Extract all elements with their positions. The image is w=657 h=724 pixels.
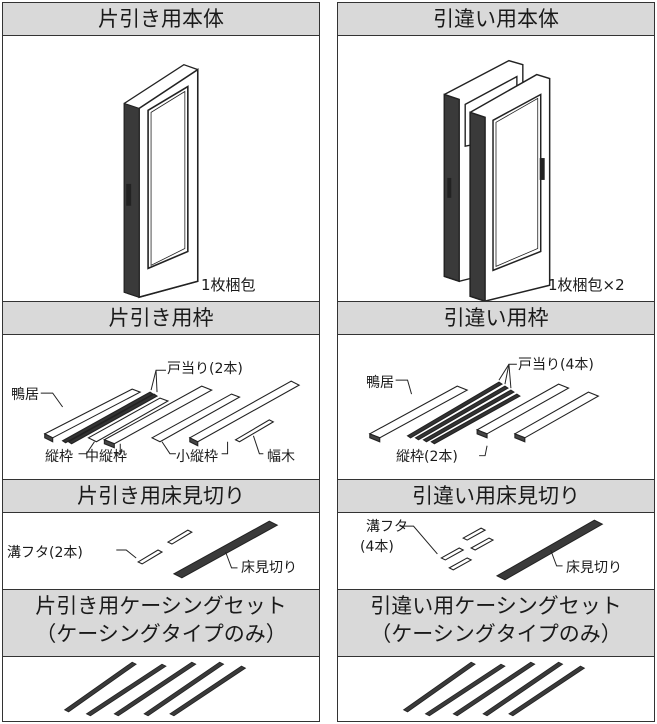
label-habaki: 幅木 (267, 449, 295, 465)
double-door-illustration (443, 59, 551, 301)
floor-panel: 溝フタ (4本) 床見切り (338, 512, 654, 589)
floor-parts-illustration (399, 519, 604, 581)
label-mizo-futa-count: (4本) (360, 539, 394, 555)
label-tatewaku: 縦枠(2本) (396, 449, 458, 465)
label-mizo-futa: 溝フタ (366, 519, 408, 535)
packing-caption: 1枚梱包×2 (548, 276, 625, 294)
casing-parts-illustration (402, 661, 586, 717)
label-to-atari: 戸当り(2本) (167, 361, 243, 377)
door-body-panel: 1枚梱包×2 (338, 36, 654, 301)
label-to-atari: 戸当り(4本) (518, 357, 594, 373)
casing-header-line2: （ケーシングタイプのみ） (35, 622, 287, 646)
label-naka-tatewaku: 中縦枠 (85, 449, 127, 465)
floor-header: 引違い用床見切り (338, 479, 654, 513)
label-mizo-futa: 溝フタ(2本) (7, 545, 83, 561)
label-kamoi: 鴨居 (366, 375, 394, 391)
frame-panel: 戸当り(2本) 鴨居 縦枠 中縦枠 小縦枠 幅木 (3, 334, 319, 479)
single-door-illustration (123, 63, 199, 299)
label-yuka-mikiri: 床見切り (566, 560, 622, 576)
left-column-single-sliding: 片引き用本体 1枚梱包 片引き用枠 (2, 2, 320, 722)
frame-header: 片引き用枠 (3, 301, 319, 335)
packing-caption: 1枚梱包 (201, 276, 256, 294)
label-ko-tatewaku: 小縦枠 (176, 449, 218, 465)
casing-header-line1: 引違い用ケーシングセット (370, 594, 622, 618)
frame-parts-illustration (368, 363, 600, 457)
right-column-double-sliding: 引違い用本体 1枚梱包×2 引違い用枠 (337, 2, 655, 722)
casing-header-line1: 片引き用ケーシングセット (35, 594, 287, 618)
frame-header: 引違い用枠 (338, 301, 654, 335)
body-header: 片引き用本体 (3, 3, 319, 36)
label-kamoi: 鴨居 (11, 387, 39, 403)
label-yuka-mikiri: 床見切り (241, 560, 297, 576)
casing-header: 引違い用ケーシングセット （ケーシングタイプのみ） (338, 589, 654, 657)
frame-parts-illustration (40, 369, 301, 455)
floor-panel: 溝フタ(2本) 床見切り (3, 512, 319, 589)
casing-panel (338, 654, 654, 724)
floor-header: 片引き用床見切り (3, 479, 319, 513)
frame-panel: 戸当り(4本) 鴨居 縦枠(2本) (338, 334, 654, 479)
casing-header: 片引き用ケーシングセット （ケーシングタイプのみ） (3, 589, 319, 657)
door-body-panel: 1枚梱包 (3, 36, 319, 301)
casing-header-line2: （ケーシングタイプのみ） (370, 622, 622, 646)
body-header: 引違い用本体 (338, 3, 654, 36)
casing-parts-illustration (63, 661, 247, 717)
floor-parts-illustration (116, 520, 279, 579)
label-tatewaku: 縦枠 (45, 449, 73, 465)
casing-panel (3, 654, 319, 724)
